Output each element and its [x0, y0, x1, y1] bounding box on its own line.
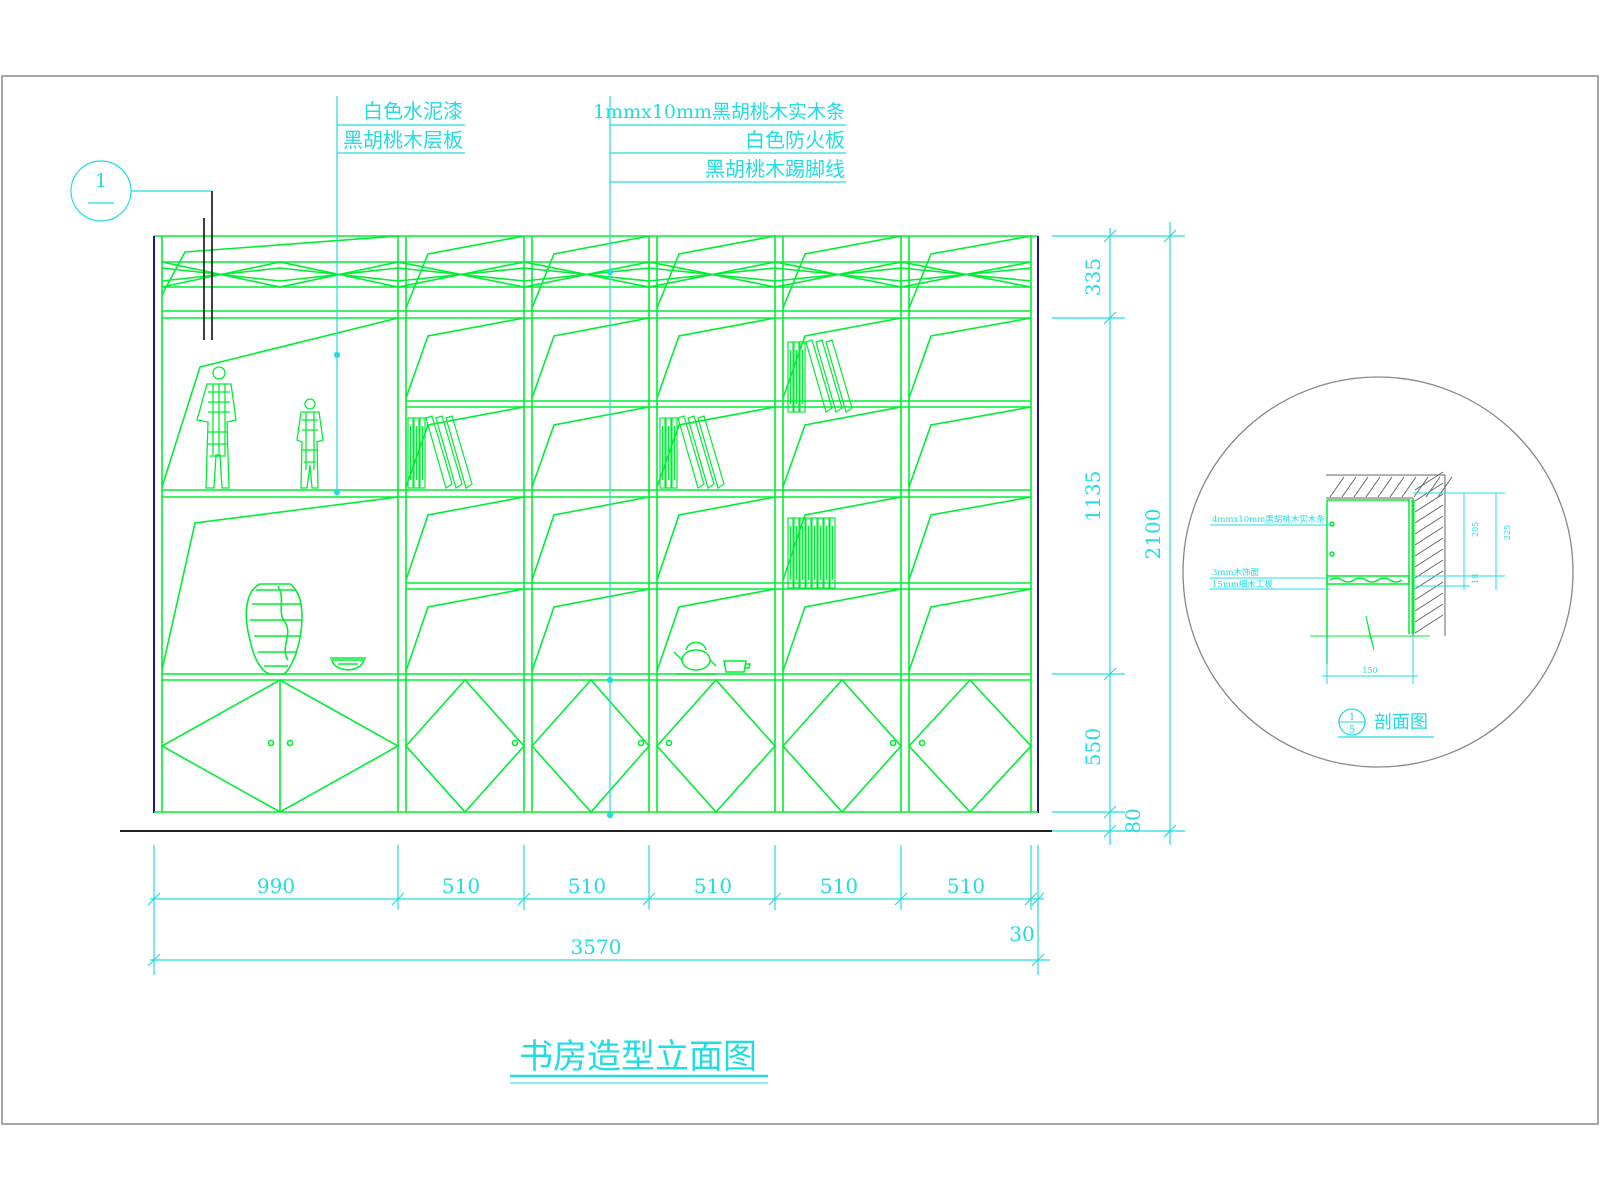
note-group-left: 白色水泥漆 黑胡桃木层板	[343, 99, 463, 152]
dim-total-width: 3570	[571, 935, 622, 959]
dim-width-510-d: 510	[820, 874, 858, 898]
teapot-icon	[673, 641, 751, 675]
note-white-cement-paint: 白色水泥漆	[363, 99, 463, 123]
books-icon	[407, 339, 853, 589]
detail-dim-c: 18	[1471, 574, 1480, 584]
dim-width-510-b: 510	[568, 874, 606, 898]
detail-note-veneer: 3mm木饰面	[1212, 567, 1260, 578]
dim-width-990: 990	[257, 874, 295, 898]
callout-number: 1	[95, 170, 107, 192]
detail-marker-top: 1	[1349, 712, 1355, 723]
dim-height-335: 335	[1081, 258, 1105, 296]
vase-icon	[245, 583, 366, 675]
dim-width-510-c: 510	[694, 874, 732, 898]
detail-dim-b: 225	[1503, 525, 1512, 540]
warrior-statue-icon	[196, 366, 324, 489]
sheet-border	[1, 75, 1599, 1125]
dim-height-80: 80	[1121, 808, 1145, 833]
dim-height-total: 2100	[1141, 509, 1165, 560]
section-detail: 4mmx10mm黑胡桃木实木条 3mm木饰面 15mm细木工板 205 225 …	[1182, 376, 1574, 768]
dim-height-550: 550	[1081, 728, 1105, 766]
detail-dim-d: 150	[1362, 666, 1377, 675]
detail-marker-bottom: 5	[1349, 725, 1355, 736]
detail-section-label: 剖面图	[1374, 712, 1428, 733]
dim-width-510-a: 510	[442, 874, 480, 898]
detail-dim-a: 205	[1471, 522, 1480, 537]
note-walnut-strip: 1mmx10mm黑胡桃木实木条	[593, 101, 845, 123]
dimension-text-bottom: 990 510 510 510 510 510 30 3570	[257, 874, 1035, 959]
dimension-lines-right	[1052, 222, 1185, 845]
note-fireproof-board: 白色防火板	[745, 128, 845, 152]
detail-note-board: 15mm细木工板	[1212, 579, 1273, 590]
dim-offset-30: 30	[1009, 922, 1034, 946]
note-walnut-skirting: 黑胡桃木踢脚线	[705, 157, 845, 181]
dim-width-510-e: 510	[947, 874, 985, 898]
detail-note-strip: 4mmx10mm黑胡桃木实木条	[1212, 514, 1325, 525]
note-group-right: 1mmx10mm黑胡桃木实木条 白色防火板 黑胡桃木踢脚线	[593, 101, 845, 181]
dimension-lines-bottom	[147, 845, 1050, 975]
annotation-leaders	[70, 96, 846, 819]
bookcase-elevation	[120, 235, 1052, 832]
note-walnut-shelf: 黑胡桃木层板	[343, 128, 463, 152]
dimension-text-right: 335 1135 550 80 2100	[1081, 258, 1165, 834]
dim-height-1135: 1135	[1081, 471, 1105, 522]
drawing-title: 书房造型立面图	[519, 1037, 757, 1077]
